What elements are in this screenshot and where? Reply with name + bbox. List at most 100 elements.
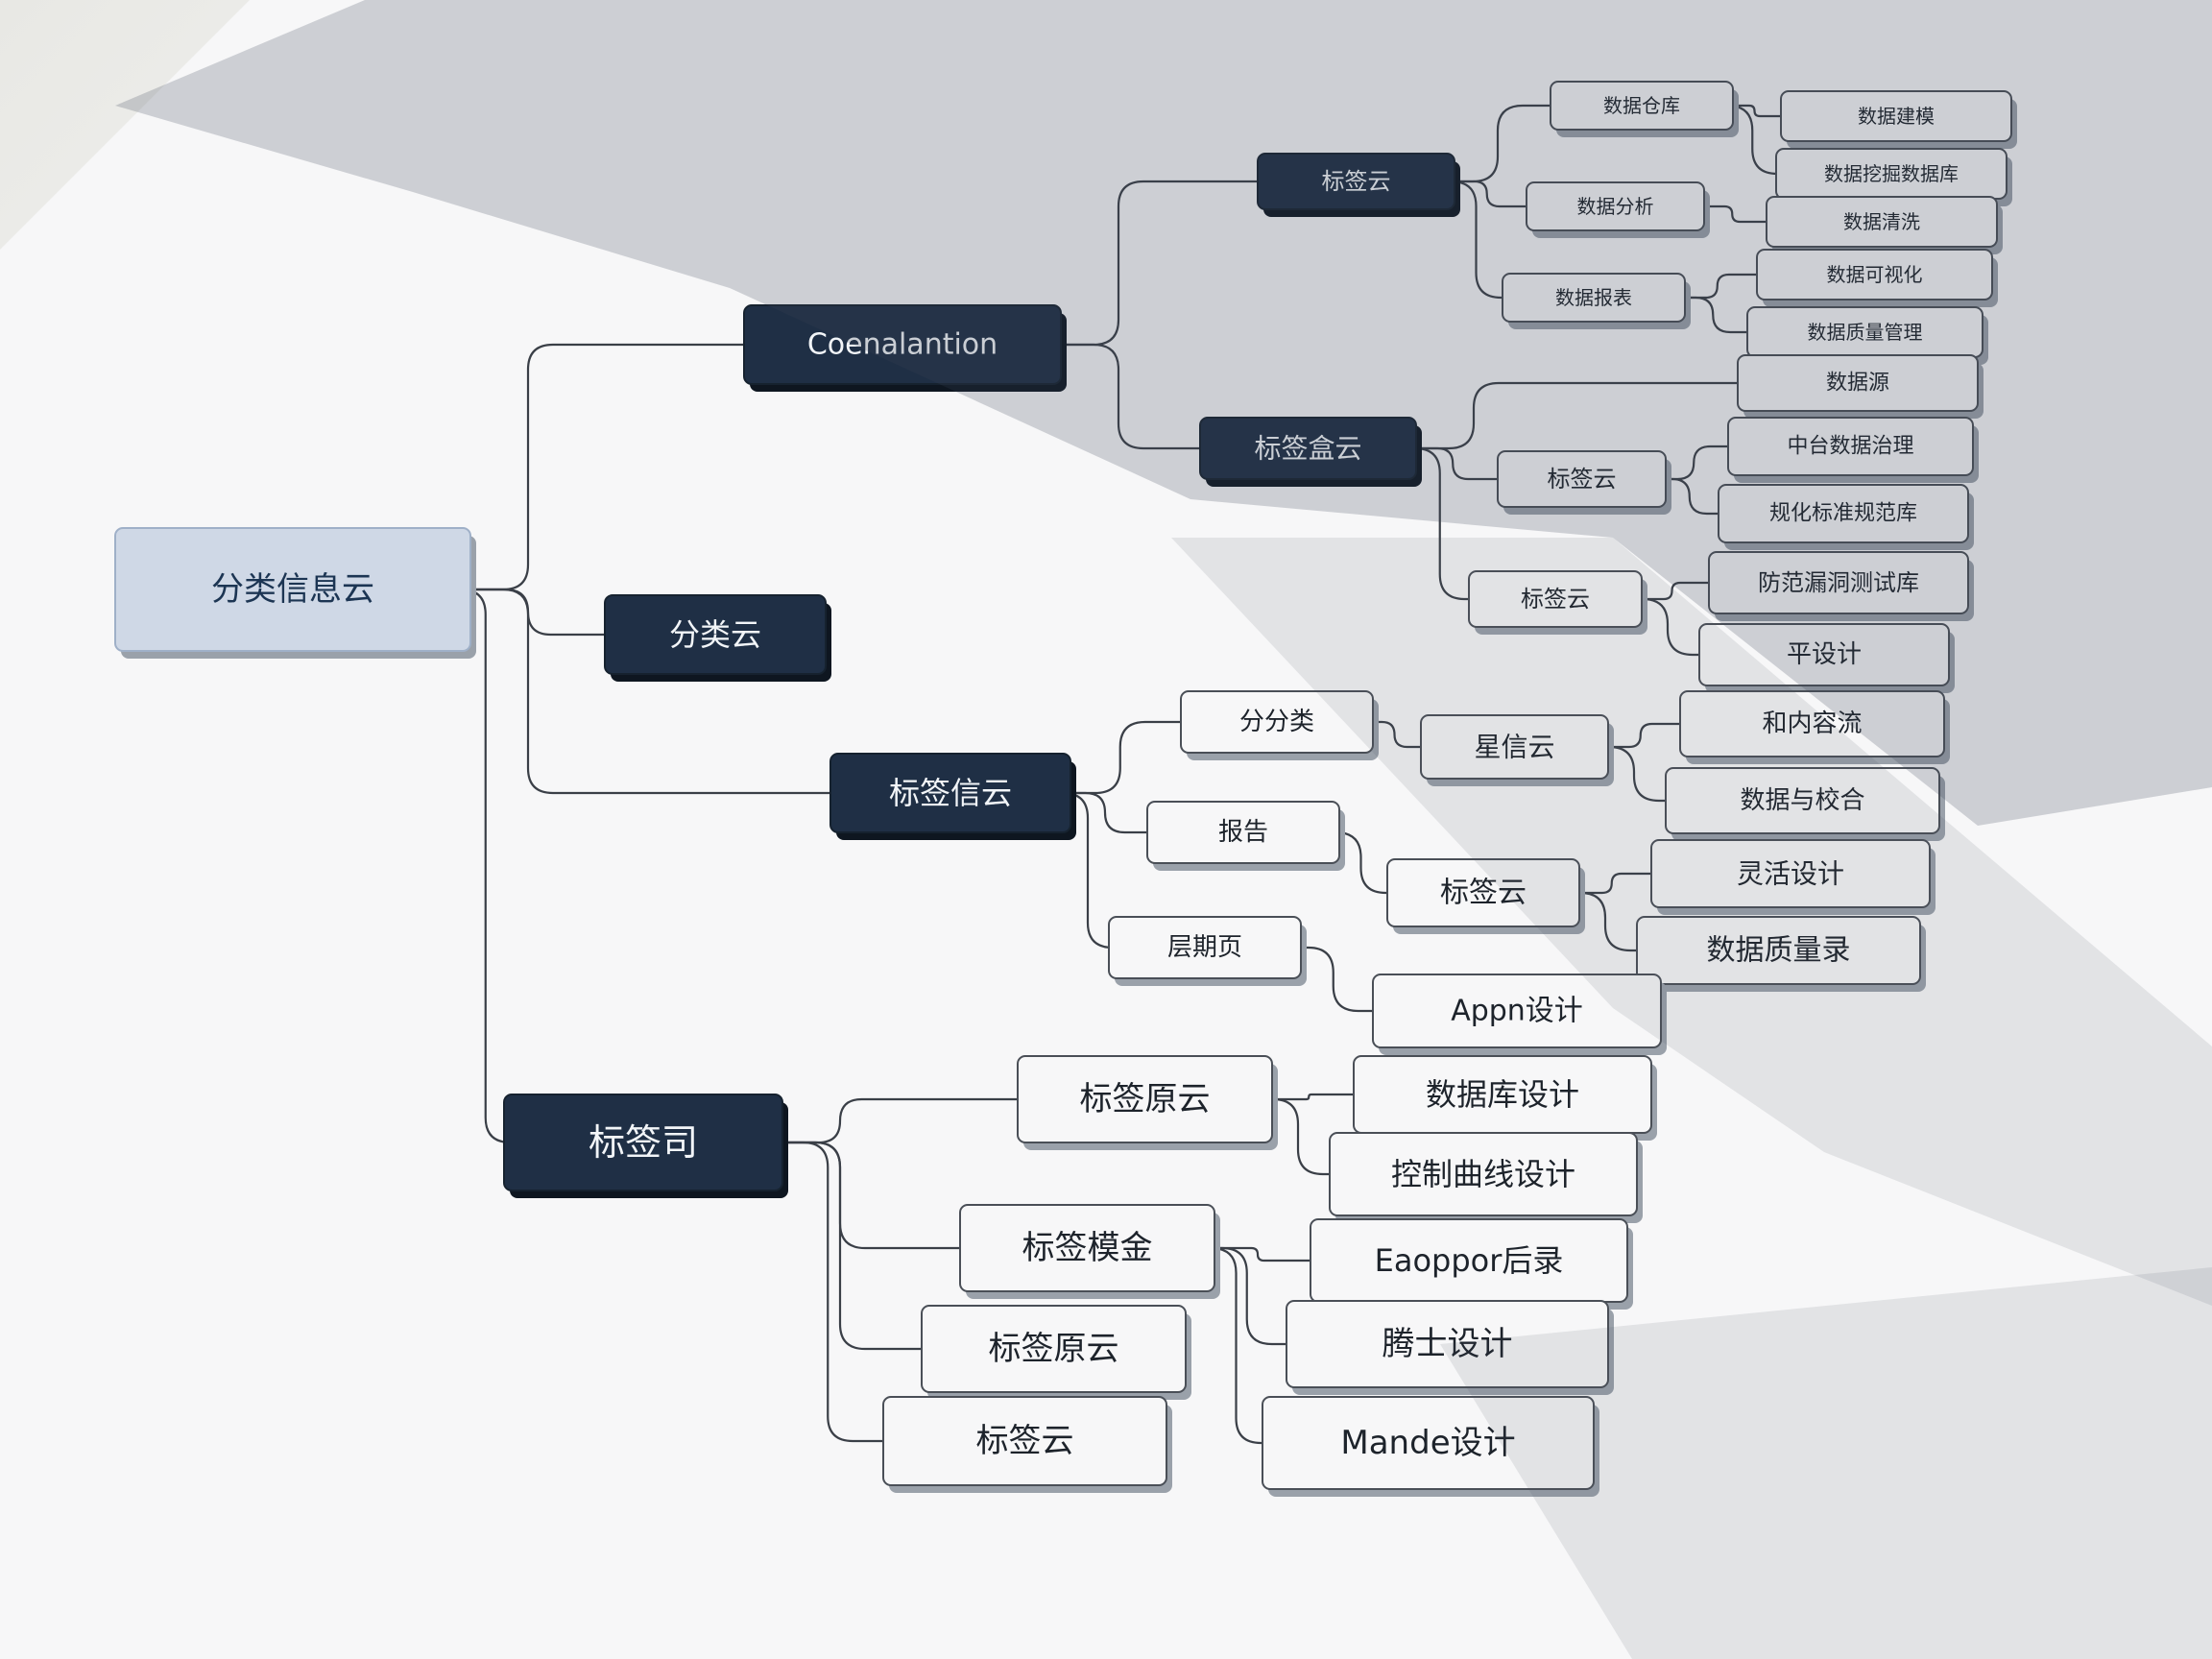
connector-n4b-n4b1 xyxy=(1214,1246,1310,1262)
node-n1a3[interactable]: 数据报表 xyxy=(1502,273,1691,329)
connector-n4a-n4a2 xyxy=(1272,1097,1330,1176)
node-face xyxy=(1550,81,1734,131)
node-label: 中台数据治理 xyxy=(1787,435,1913,459)
node-face xyxy=(1718,484,1969,543)
root-node[interactable]: 分类信息云 xyxy=(114,527,476,659)
node-label: 数据可视化 xyxy=(1827,263,1923,286)
node-label: 数据质量管理 xyxy=(1808,321,1923,344)
node-n4c[interactable]: 标签原云 xyxy=(921,1305,1191,1400)
node-label: Appn设计 xyxy=(1451,995,1583,1028)
node-label: 平设计 xyxy=(1787,640,1862,669)
connector-n3-n3b xyxy=(1070,791,1147,834)
node-n3a[interactable]: 分分类 xyxy=(1180,690,1379,760)
node-n1b1x[interactable]: 中台数据治理 xyxy=(1727,417,1979,483)
node-n1a1x[interactable]: 数据建模 xyxy=(1780,90,2017,149)
node-layer: 分类信息云Coenalantion分类云标签信云标签司标签云标签盒云数据仓库数据… xyxy=(114,81,2017,1497)
connector-n4-n4d xyxy=(782,1141,883,1443)
node-n1a3x[interactable]: 数据可视化 xyxy=(1756,249,1998,307)
connector-root-n1 xyxy=(470,343,744,591)
node-n4d[interactable]: 标签云 xyxy=(882,1396,1172,1493)
node-n4b1[interactable]: Eaoppor后录 xyxy=(1310,1218,1633,1310)
node-label: 防范漏洞测试库 xyxy=(1758,569,1919,596)
node-n3a1[interactable]: 星信云 xyxy=(1420,714,1614,786)
node-face xyxy=(1199,417,1417,480)
node-n4b[interactable]: 标签模金 xyxy=(959,1204,1220,1299)
node-n1b0[interactable]: 数据源 xyxy=(1737,354,1984,419)
node-face xyxy=(921,1305,1187,1393)
node-face xyxy=(959,1204,1215,1292)
node-n3b1[interactable]: 标签云 xyxy=(1386,858,1585,934)
node-n1b2x[interactable]: 防范漏洞测试库 xyxy=(1708,551,1974,621)
node-label: 规化标准规范库 xyxy=(1769,502,1917,526)
node-label: Mande设计 xyxy=(1340,1424,1515,1462)
node-face xyxy=(1180,690,1374,754)
node-n1a1[interactable]: 数据仓库 xyxy=(1550,81,1739,137)
node-face xyxy=(114,527,471,652)
node-label: 数据分析 xyxy=(1577,195,1654,218)
node-label: 数据仓库 xyxy=(1603,94,1680,117)
node-n4b2[interactable]: 腾士设计 xyxy=(1286,1300,1614,1395)
node-n1a3y[interactable]: 数据质量管理 xyxy=(1746,306,1988,365)
connector-n4-n4a xyxy=(782,1097,1018,1144)
node-face xyxy=(1766,196,1998,248)
node-face xyxy=(743,304,1062,385)
node-label: 分分类 xyxy=(1239,708,1314,736)
node-n4a[interactable]: 标签原云 xyxy=(1017,1055,1278,1150)
node-n4[interactable]: 标签司 xyxy=(503,1094,788,1198)
node-n3b[interactable]: 报告 xyxy=(1146,801,1345,871)
connector-n3b1-n3b1y xyxy=(1579,891,1637,952)
node-n4b3[interactable]: Mande设计 xyxy=(1262,1396,1599,1497)
connector-n3b1-n3b1x xyxy=(1579,872,1651,895)
node-n3c1[interactable]: Appn设计 xyxy=(1372,974,1667,1055)
node-n1b2y[interactable]: 平设计 xyxy=(1698,623,1955,693)
connector-n1a-n1a1 xyxy=(1455,104,1551,183)
node-label: 标签云 xyxy=(1548,466,1617,493)
node-face xyxy=(1650,839,1931,908)
connector-n1b1-n1b1x xyxy=(1666,445,1728,481)
connector-n1b-n1b2 xyxy=(1414,446,1469,601)
node-n1[interactable]: Coenalantion xyxy=(743,304,1067,392)
node-label: 数据建模 xyxy=(1858,105,1935,128)
node-n3c[interactable]: 层期页 xyxy=(1108,916,1307,986)
connector-n1-n1a xyxy=(1061,180,1258,347)
node-n1b2[interactable]: 标签云 xyxy=(1468,570,1647,635)
node-label: 标签云 xyxy=(1521,586,1590,613)
node-n1a2x[interactable]: 数据清洗 xyxy=(1766,196,2003,254)
node-n4a1[interactable]: 数据库设计 xyxy=(1353,1055,1657,1141)
connector-n1a2-n1a2x xyxy=(1704,204,1767,224)
node-face xyxy=(882,1396,1167,1486)
node-label: 数据质量录 xyxy=(1707,934,1851,968)
connector-n3a-n3a1 xyxy=(1373,720,1421,749)
node-n1b1y[interactable]: 规化标准规范库 xyxy=(1718,484,1974,550)
node-face xyxy=(1286,1300,1609,1388)
node-n1a2[interactable]: 数据分析 xyxy=(1526,181,1710,238)
node-label: 数据与校合 xyxy=(1740,786,1864,815)
connector-n1-n1b xyxy=(1061,343,1200,450)
node-n3a1x[interactable]: 和内容流 xyxy=(1679,690,1950,764)
node-n2[interactable]: 分类云 xyxy=(604,594,831,682)
connector-n4a-n4a1 xyxy=(1272,1093,1354,1101)
connector-root-n3 xyxy=(470,588,830,795)
connector-n1b-n1b0 xyxy=(1416,381,1738,450)
node-face xyxy=(1420,714,1609,780)
node-n1a[interactable]: 标签云 xyxy=(1257,153,1460,217)
connector-n1a1-n1a1x xyxy=(1733,104,1781,118)
node-face xyxy=(1497,450,1667,508)
node-label: 腾士设计 xyxy=(1382,1325,1513,1363)
node-label: Eaoppor后录 xyxy=(1375,1242,1564,1279)
node-face xyxy=(1468,570,1643,628)
node-n1b1[interactable]: 标签云 xyxy=(1497,450,1671,515)
connector-n3-n3a xyxy=(1070,720,1181,795)
node-n1a1y[interactable]: 数据挖掘数据库 xyxy=(1775,148,2012,206)
node-n3b1x[interactable]: 灵活设计 xyxy=(1650,839,1936,915)
node-n4a2[interactable]: 控制曲线设计 xyxy=(1329,1132,1643,1223)
node-label: 数据报表 xyxy=(1555,286,1632,309)
node-n3[interactable]: 标签信云 xyxy=(830,753,1076,840)
connector-n4b-n4b3 xyxy=(1211,1246,1262,1445)
node-n3a1y[interactable]: 数据与校合 xyxy=(1665,767,1945,841)
node-n1b[interactable]: 标签盒云 xyxy=(1199,417,1422,487)
node-n3b1y[interactable]: 数据质量录 xyxy=(1636,916,1926,992)
node-face xyxy=(1756,249,1993,301)
